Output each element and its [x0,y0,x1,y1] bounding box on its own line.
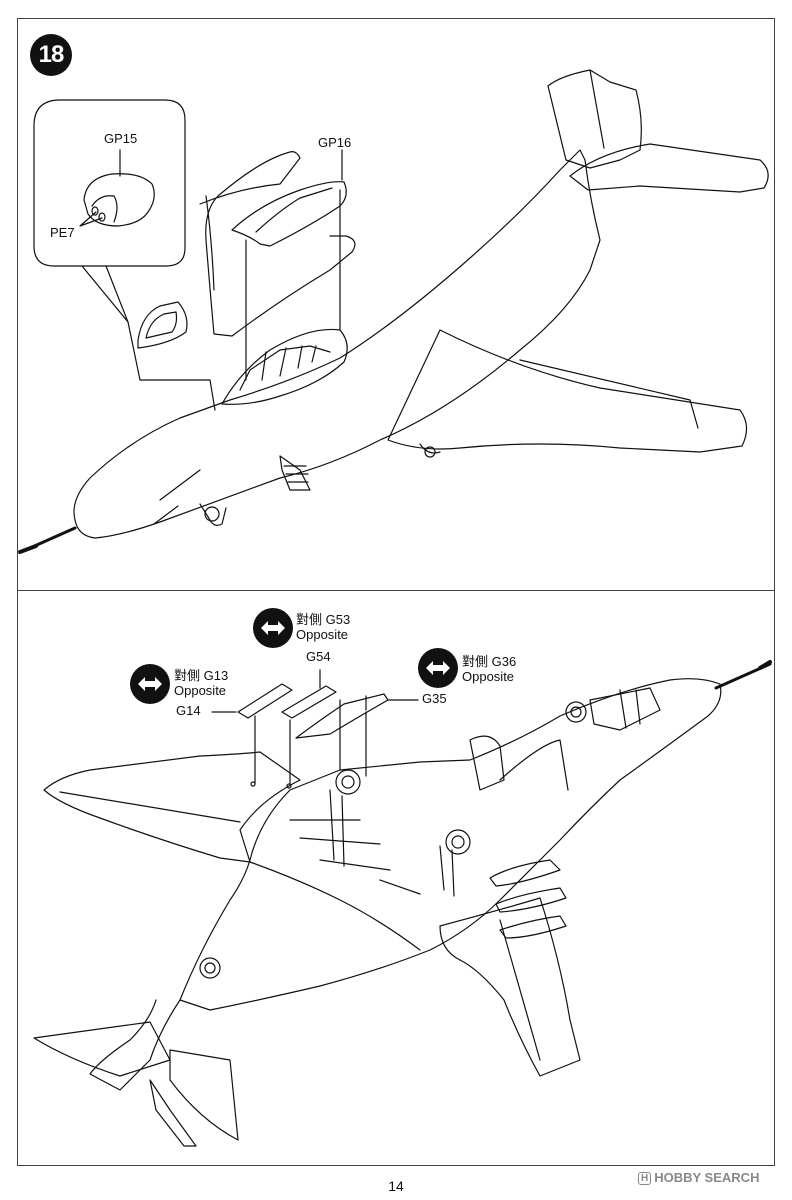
label-gp15: GP15 [104,131,138,146]
label-g35: G35 [422,691,447,706]
label-gp16: GP16 [318,135,352,150]
double-arrow-icon [130,664,170,704]
label-opposite-en: Opposite [296,627,349,642]
page-number: 14 [388,1178,404,1194]
watermark-text: HOBBY SEARCH [654,1170,760,1185]
watermark-logo: H [638,1172,652,1185]
label-g53: 對側 G53 [296,612,351,627]
label-g53-opposite: 對側 G53 Opposite [296,612,350,642]
double-arrow-icon [418,648,458,688]
double-arrow-icon [253,608,293,648]
loose-parts [211,669,419,785]
label-g36-opposite: 對側 G36 Opposite [462,654,516,684]
label-g36: 對側 G36 [462,654,517,669]
windscreen-part [137,301,188,349]
label-opposite-en: Opposite [174,683,227,698]
label-opposite-en: Opposite [462,669,515,684]
label-g54: G54 [306,649,331,664]
page-frame [17,18,775,1166]
step-number-badge: 18 [30,34,72,76]
section-divider [18,590,774,591]
label-g13-opposite: 對側 G13 Opposite [174,668,228,698]
label-g14: G14 [176,703,201,718]
bottom-aircraft [33,660,772,1147]
top-aircraft [18,69,769,554]
label-g13: 對側 G13 [174,668,229,683]
label-pe7: PE7 [50,225,75,240]
detail-callout [33,99,186,323]
